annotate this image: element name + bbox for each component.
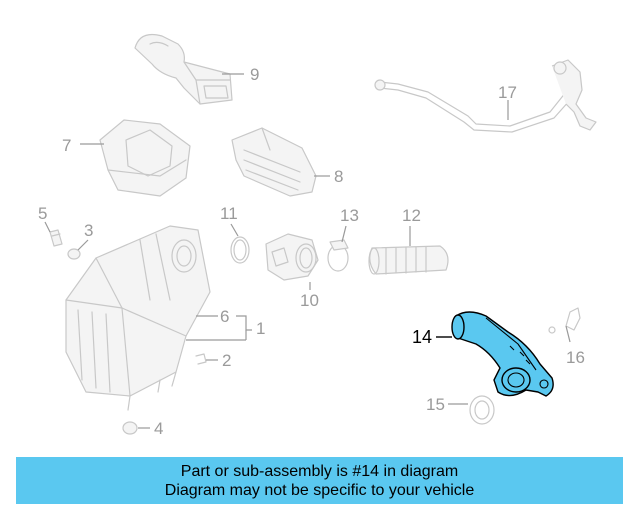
callout-17: 17 — [498, 83, 517, 102]
callout-13: 13 — [340, 206, 359, 225]
part-10-maf-sensor — [265, 233, 319, 281]
part-1-air-filter-housing — [65, 225, 211, 411]
callout-4: 4 — [154, 419, 163, 438]
part-7-airbox-lid — [99, 119, 191, 197]
part-14-intake-pipe-highlighted — [451, 311, 554, 397]
part-15-seal — [469, 395, 495, 425]
part-8-intake-snorkel — [231, 127, 317, 197]
callout-12: 12 — [402, 206, 421, 225]
callout-11: 11 — [220, 204, 238, 223]
part-13-hose-clamp — [327, 239, 349, 272]
banner-line-1: Part or sub-assembly is #14 in diagram — [180, 463, 459, 480]
banner-line-2: Diagram may not be specific to your vehi… — [164, 482, 475, 499]
callout-1: 1 — [256, 319, 265, 338]
part-9-intake-duct — [134, 33, 233, 105]
callout-16: 16 — [566, 348, 585, 367]
callout-2: 2 — [222, 351, 231, 370]
callout-8: 8 — [334, 167, 343, 186]
part-5-screw — [49, 229, 63, 247]
callout-14: 14 — [412, 327, 432, 347]
callout-10: 10 — [300, 291, 319, 310]
callout-15: 15 — [426, 395, 445, 414]
part-17-vent-tube — [374, 59, 597, 133]
part-11-seal-ring — [230, 236, 250, 264]
part-16-bolt — [548, 307, 581, 334]
info-banner: Part or sub-assembly is #14 in diagram D… — [16, 457, 623, 504]
callout-7: 7 — [62, 136, 71, 155]
callout-9: 9 — [250, 65, 259, 84]
part-4-grommet — [122, 421, 138, 435]
part-3-grommet — [67, 248, 81, 260]
callout-6: 6 — [220, 307, 229, 326]
part-2-clip — [195, 353, 207, 365]
callout-5: 5 — [38, 204, 47, 223]
callout-3: 3 — [84, 221, 93, 240]
part-12-corrugated-hose — [368, 245, 449, 275]
